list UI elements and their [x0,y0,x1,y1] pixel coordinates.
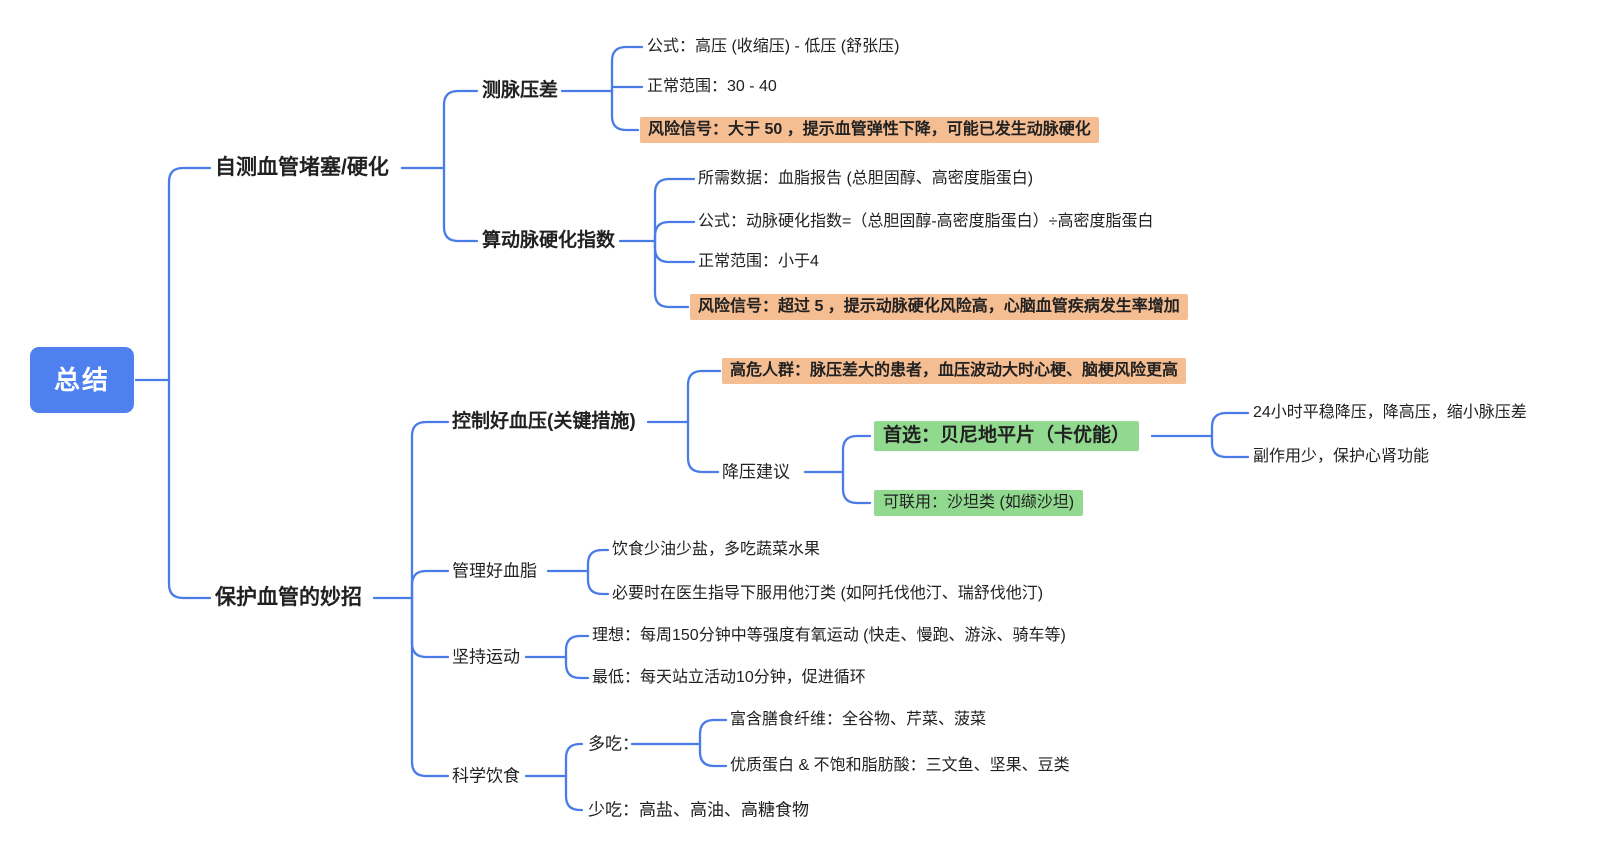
node-scientific-diet[interactable]: 科学饮食 [452,766,520,786]
leaf-pp-formula[interactable]: 公式：高压 (收缩压) - 低压 (舒张压) [647,38,900,55]
leaf-pp-normal-range[interactable]: 正常范围：30 - 40 [647,78,777,95]
leaf-asi-risk-signal[interactable]: 风险信号：超过 5 ，提示动脉硬化风险高，心脑血管疾病发生率增加 [690,294,1188,320]
connector [610,89,640,132]
branch-self-test-blockage[interactable]: 自测血管堵塞/硬化 [215,155,389,179]
connector [410,596,450,778]
connector [686,369,722,424]
leaf-asi-formula[interactable]: 公式：动脉硬化指数=（总胆固醇-高密度脂蛋白）÷高密度脂蛋白 [698,213,1154,230]
connector [653,177,696,243]
node-manage-blood-lipids[interactable]: 管理好血脂 [452,561,537,581]
node-eat-more[interactable]: 多吃： [588,734,639,754]
connector [653,220,696,243]
root-node[interactable]: 总结 [30,347,134,413]
connector [564,742,584,778]
connector [564,655,590,680]
node-keep-exercising[interactable]: 坚持运动 [452,647,520,667]
connector [610,45,644,93]
connector [167,378,212,600]
leaf-quality-protein[interactable]: 优质蛋白 & 不饱和脂肪酸：三文鱼、坚果、豆类 [730,757,1070,774]
leaf-exercise-ideal[interactable]: 理想：每周150分钟中等强度有氧运动 (快走、慢跑、游泳、骑车等) [592,627,1066,644]
leaf-combination-drug[interactable]: 可联用：沙坦类 (如缬沙坦) [874,490,1084,516]
connector [564,774,584,812]
leaf-lipid-statins[interactable]: 必要时在医生指导下服用他汀类 (如阿托伐他汀、瑞舒伐他汀) [612,585,1044,602]
leaf-asi-required-data[interactable]: 所需数据：血脂报告 (总胆固醇、高密度脂蛋白) [698,170,1034,187]
connector [686,420,720,474]
connector [698,718,728,746]
connector [653,239,696,264]
connector [410,569,450,600]
connector [586,548,610,573]
connector [442,166,479,243]
leaf-exercise-minimum[interactable]: 最低：每天站立活动10分钟，促进循环 [592,669,866,686]
node-bp-advice[interactable]: 降压建议 [722,462,790,482]
connector [586,569,610,596]
leaf-high-risk-group[interactable]: 高危人群：脉压差大的患者，血压波动大时心梗、脑梗风险更高 [722,358,1187,384]
node-arteriosclerosis-index[interactable]: 算动脉硬化指数 [482,230,616,252]
connector [564,634,590,659]
leaf-pp-risk-signal[interactable]: 风险信号：大于 50 ，提示血管弹性下降，可能已发生动脉硬化 [640,117,1099,143]
connector [1210,411,1250,438]
connector [167,166,212,382]
connector [698,742,728,768]
connector [1210,434,1250,459]
leaf-dietary-fiber[interactable]: 富含膳食纤维：全谷物、芹菜、菠菜 [730,711,987,728]
connector [841,434,872,474]
connector [841,470,872,505]
connector [410,596,450,659]
branch-protect-vessels[interactable]: 保护血管的妙招 [215,585,362,609]
leaf-first-choice-drug[interactable]: 首选：贝尼地平片（卡优能） [874,421,1140,451]
connector [653,239,690,309]
node-eat-less[interactable]: 少吃：高盐、高油、高糖食物 [588,800,809,820]
leaf-drug-benefit-2[interactable]: 副作用少，保护心肾功能 [1253,448,1430,465]
leaf-asi-normal-range[interactable]: 正常范围：小于4 [698,253,819,270]
leaf-drug-benefit-1[interactable]: 24小时平稳降压，降高压，缩小脉压差 [1253,404,1527,421]
connector [442,89,479,170]
leaf-lipid-diet[interactable]: 饮食少油少盐，多吃蔬菜水果 [612,541,821,558]
node-pulse-pressure[interactable]: 测脉压差 [482,80,559,102]
node-control-blood-pressure[interactable]: 控制好血压(关键措施) [452,411,636,433]
connector [410,420,450,600]
